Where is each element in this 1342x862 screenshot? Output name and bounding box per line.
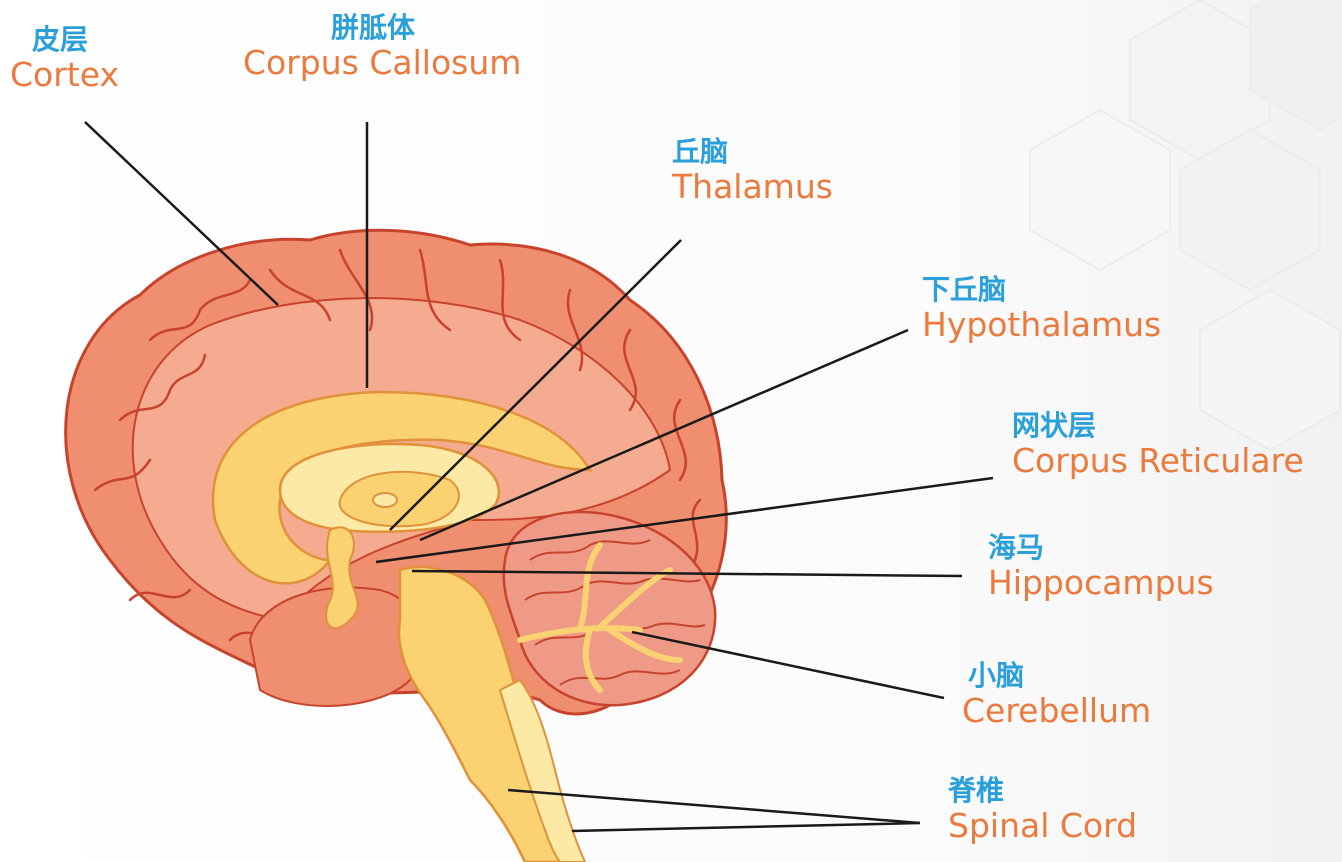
leader-line-spinal-cord-b	[572, 823, 920, 831]
label-corpus-callosum-zh: 胼胝体	[331, 12, 521, 44]
label-cerebellum: 小脑 Cerebellum	[962, 660, 1151, 730]
label-corpus-callosum: 胼胝体 Corpus Callosum	[243, 12, 521, 82]
label-spinal-cord: 脊椎 Spinal Cord	[948, 775, 1137, 845]
label-cerebellum-en: Cerebellum	[962, 692, 1151, 730]
label-thalamus-zh: 丘脑	[672, 136, 833, 168]
label-reticular: 网状层 Corpus Reticulare	[1012, 410, 1304, 480]
label-hippocampus-zh: 海马	[988, 532, 1214, 564]
label-cortex-en: Cortex	[10, 56, 119, 94]
label-cortex: 皮层 Cortex	[10, 24, 119, 94]
label-thalamus: 丘脑 Thalamus	[672, 136, 833, 206]
label-spinal-cord-en: Spinal Cord	[948, 807, 1137, 845]
label-thalamus-en: Thalamus	[672, 168, 833, 206]
leader-line-spinal-cord-a	[508, 790, 920, 823]
label-hippocampus: 海马 Hippocampus	[988, 532, 1214, 602]
label-cortex-zh: 皮层	[32, 24, 119, 56]
label-spinal-cord-zh: 脊椎	[948, 775, 1137, 807]
label-cerebellum-zh: 小脑	[968, 660, 1151, 692]
label-hypothalamus-zh: 下丘脑	[922, 274, 1161, 306]
label-hippocampus-en: Hippocampus	[988, 564, 1214, 602]
label-reticular-en: Corpus Reticulare	[1012, 442, 1304, 480]
label-hypothalamus: 下丘脑 Hypothalamus	[922, 274, 1161, 344]
label-corpus-callosum-en: Corpus Callosum	[243, 44, 521, 82]
label-hypothalamus-en: Hypothalamus	[922, 306, 1161, 344]
label-reticular-zh: 网状层	[1012, 410, 1304, 442]
